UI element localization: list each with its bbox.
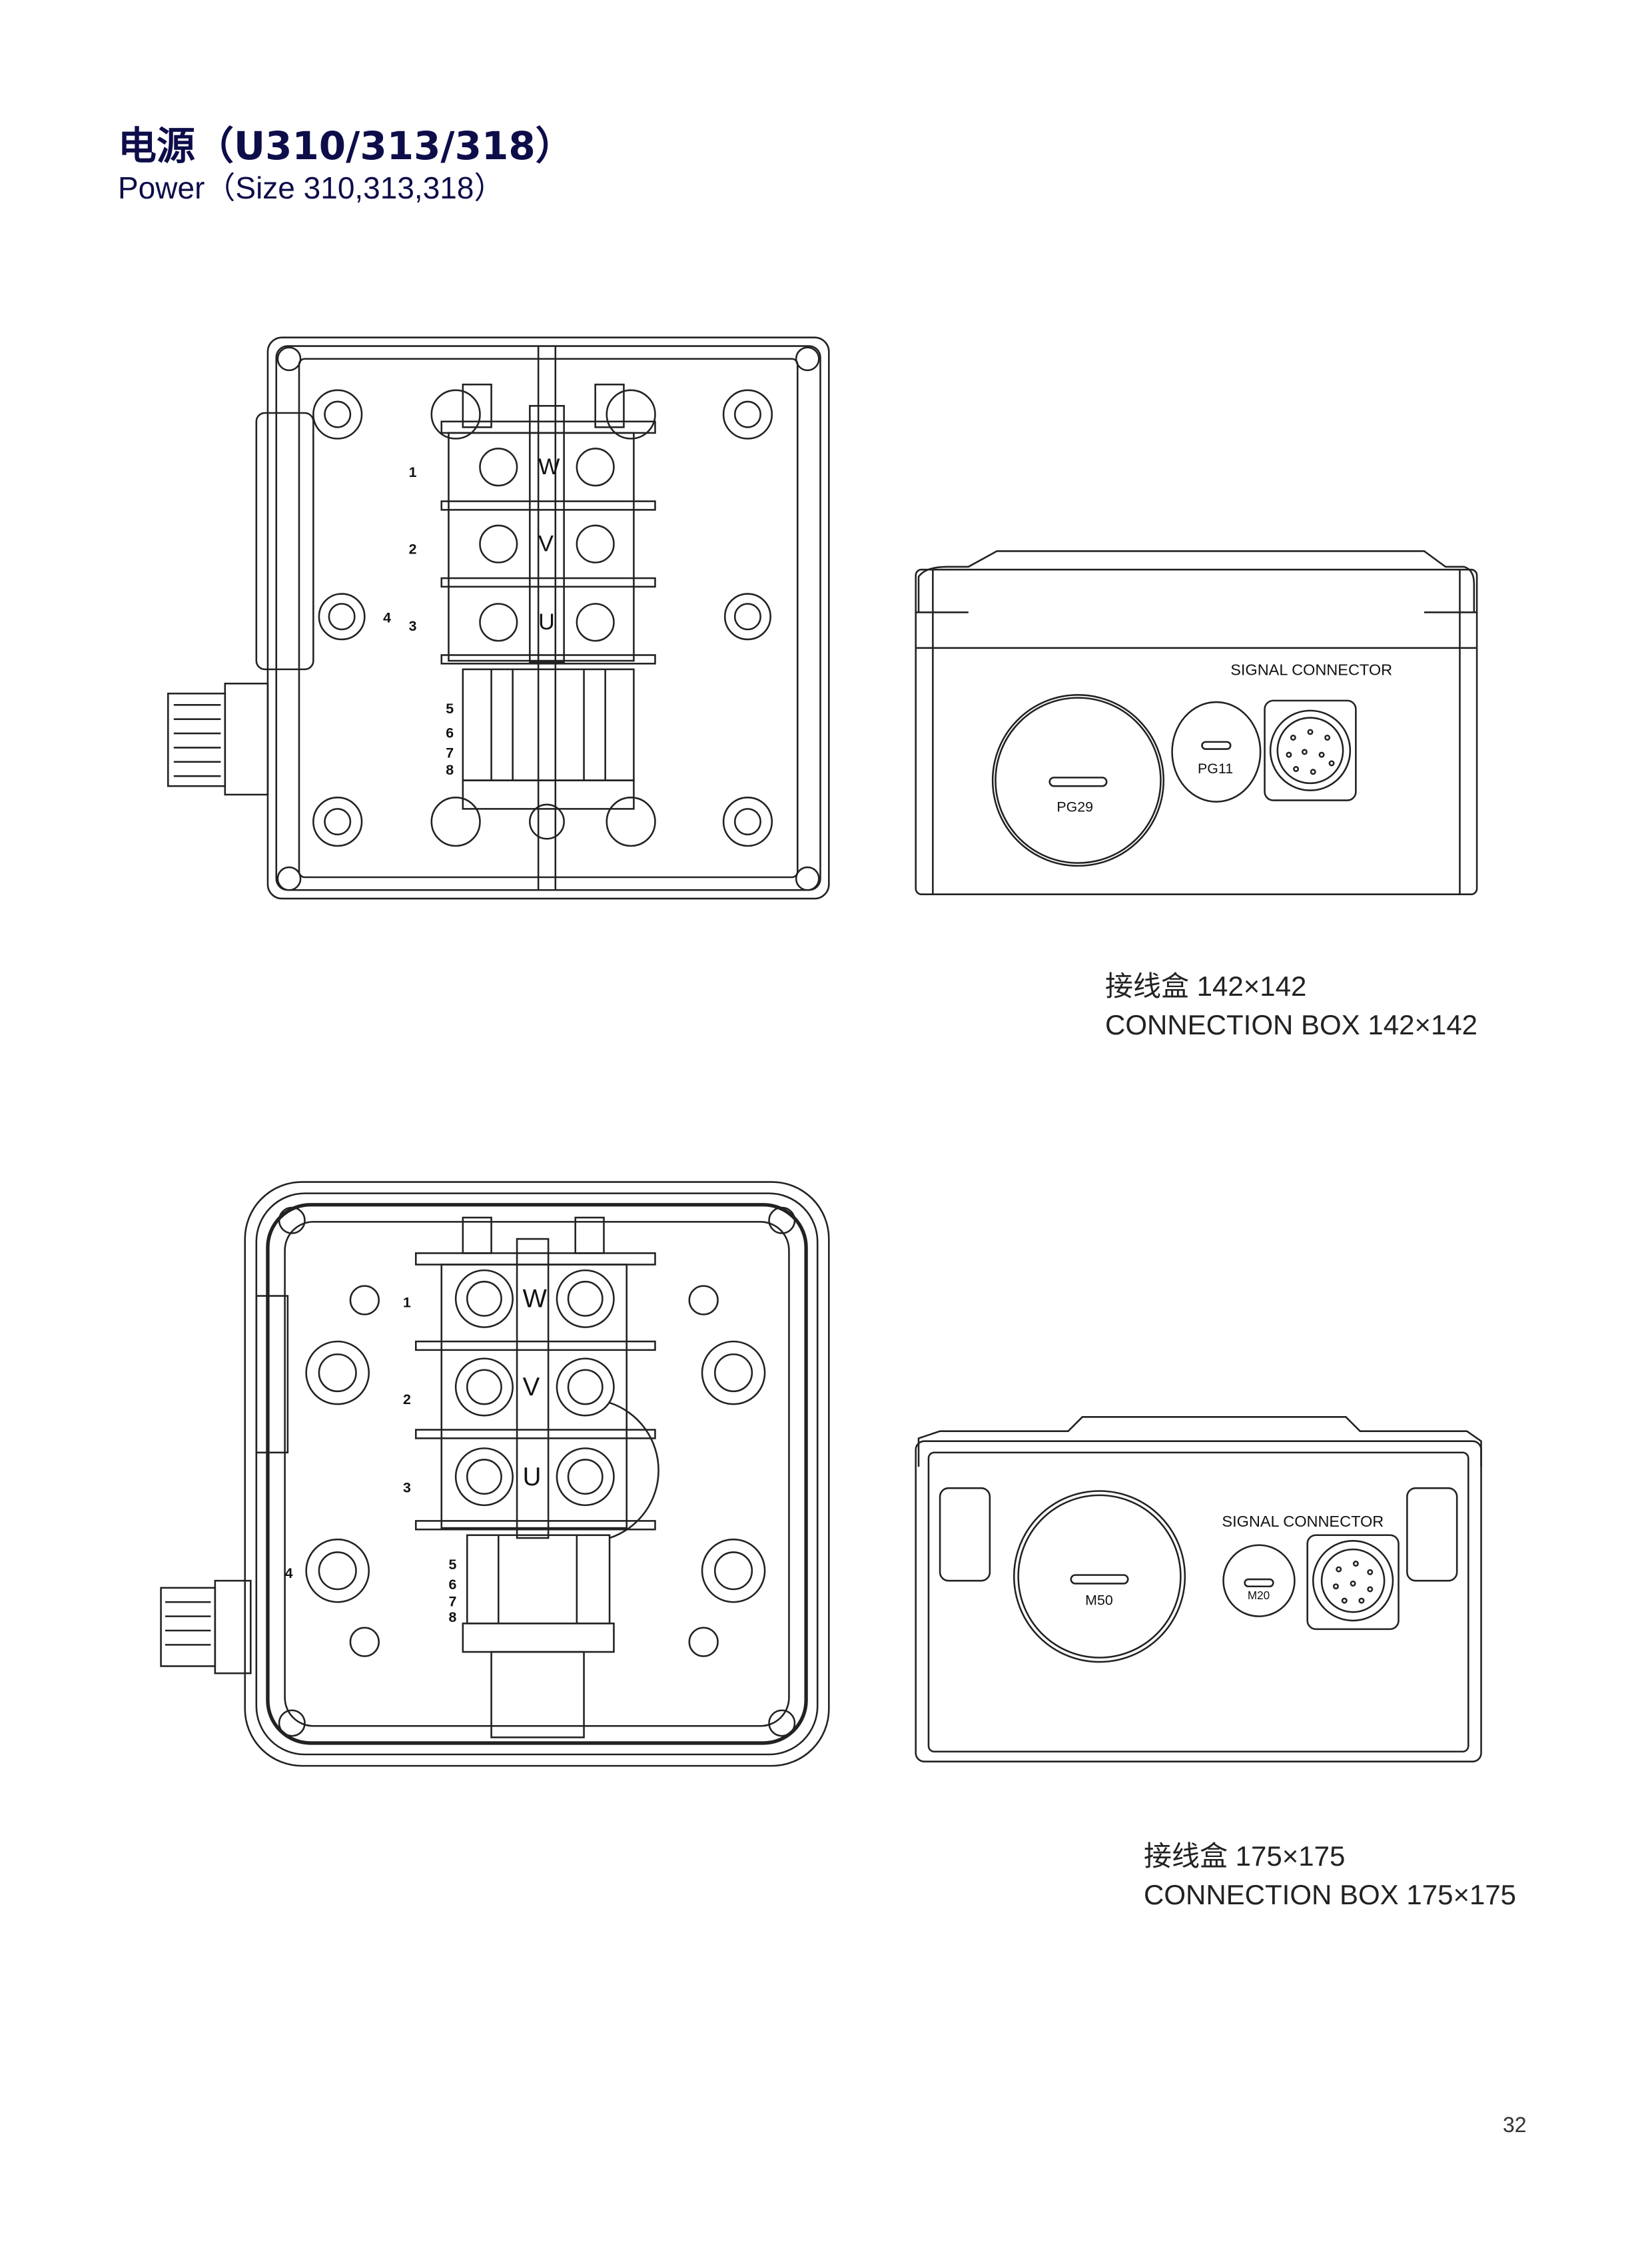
caption-en: CONNECTION BOX 142×142 (1105, 1009, 1478, 1040)
mounting-hole-icon (349, 1285, 719, 1657)
terminal-label: 3 (403, 1480, 411, 1496)
terminal-label: 1 (409, 464, 417, 480)
terminal-label: 2 (403, 1391, 411, 1407)
box-175-top-view (160, 1181, 830, 1767)
terminal-screw-icon (454, 1269, 615, 1507)
phase-label: V (523, 1373, 540, 1401)
phase-label: U (523, 1463, 542, 1491)
terminal-label: 7 (448, 1594, 456, 1610)
terminal-label: 3 (409, 618, 417, 634)
terminal-label: 1 (403, 1295, 411, 1311)
caption-cn: 接线盒 142×142 (1105, 970, 1307, 1002)
power-terminal-block (415, 1216, 656, 1738)
signal-connector-label: SIGNAL CONNECTOR (1230, 661, 1392, 678)
gland-label: M50 (1085, 1593, 1113, 1609)
page-subtitle: Power（Size 310,313,318） (118, 171, 505, 205)
caption-box-142: 接线盒 142×142 CONNECTION BOX 142×142 (1105, 967, 1477, 1044)
ground-screw-icon (305, 1340, 766, 1603)
box-142-side-view (915, 550, 1478, 895)
caption-box-175: 接线盒 175×175 CONNECTION BOX 175×175 (1144, 1837, 1516, 1914)
signal-connector-icon (1306, 1534, 1400, 1631)
corner-screw-icon (278, 1206, 796, 1737)
gland-label: PG29 (1056, 799, 1093, 815)
phase-label: W (523, 1285, 548, 1313)
terminal-label: 5 (446, 701, 454, 717)
terminal-screw-icon (479, 448, 615, 642)
terminal-label: 4 (383, 609, 391, 625)
cable-gland-icon (160, 1579, 252, 1675)
terminal-label: 5 (448, 1557, 456, 1573)
gland-label: M20 (1248, 1589, 1270, 1602)
ground-screw-icon (318, 593, 771, 641)
caption-en: CONNECTION BOX 175×175 (1144, 1879, 1517, 1910)
page-title: 电源（U310/313/318） (118, 123, 574, 169)
page-number: 32 (1503, 2113, 1527, 2137)
corner-screw-icon (276, 346, 820, 891)
terminal-label: 6 (448, 1577, 456, 1593)
box-175-side-view (915, 1416, 1482, 1762)
phase-label: W (538, 454, 560, 480)
caption-cn: 接线盒 175×175 (1144, 1840, 1346, 1872)
phase-label: U (538, 609, 555, 635)
cable-gland-icon (167, 682, 269, 796)
power-terminal-block (440, 383, 656, 840)
terminal-label: 2 (409, 542, 417, 558)
terminal-label: 8 (448, 1609, 456, 1625)
terminal-label: 8 (446, 762, 454, 778)
phase-label: V (538, 531, 554, 556)
signal-connector-icon (1264, 699, 1357, 801)
terminal-label: 4 (285, 1565, 293, 1581)
terminal-label: 7 (446, 745, 454, 761)
terminal-label: 6 (446, 725, 454, 741)
mounting-hole-icon (312, 389, 773, 847)
signal-connector-label: SIGNAL CONNECTOR (1222, 1513, 1384, 1530)
box-142-top-view (167, 336, 830, 900)
gland-label: PG11 (1198, 761, 1233, 777)
